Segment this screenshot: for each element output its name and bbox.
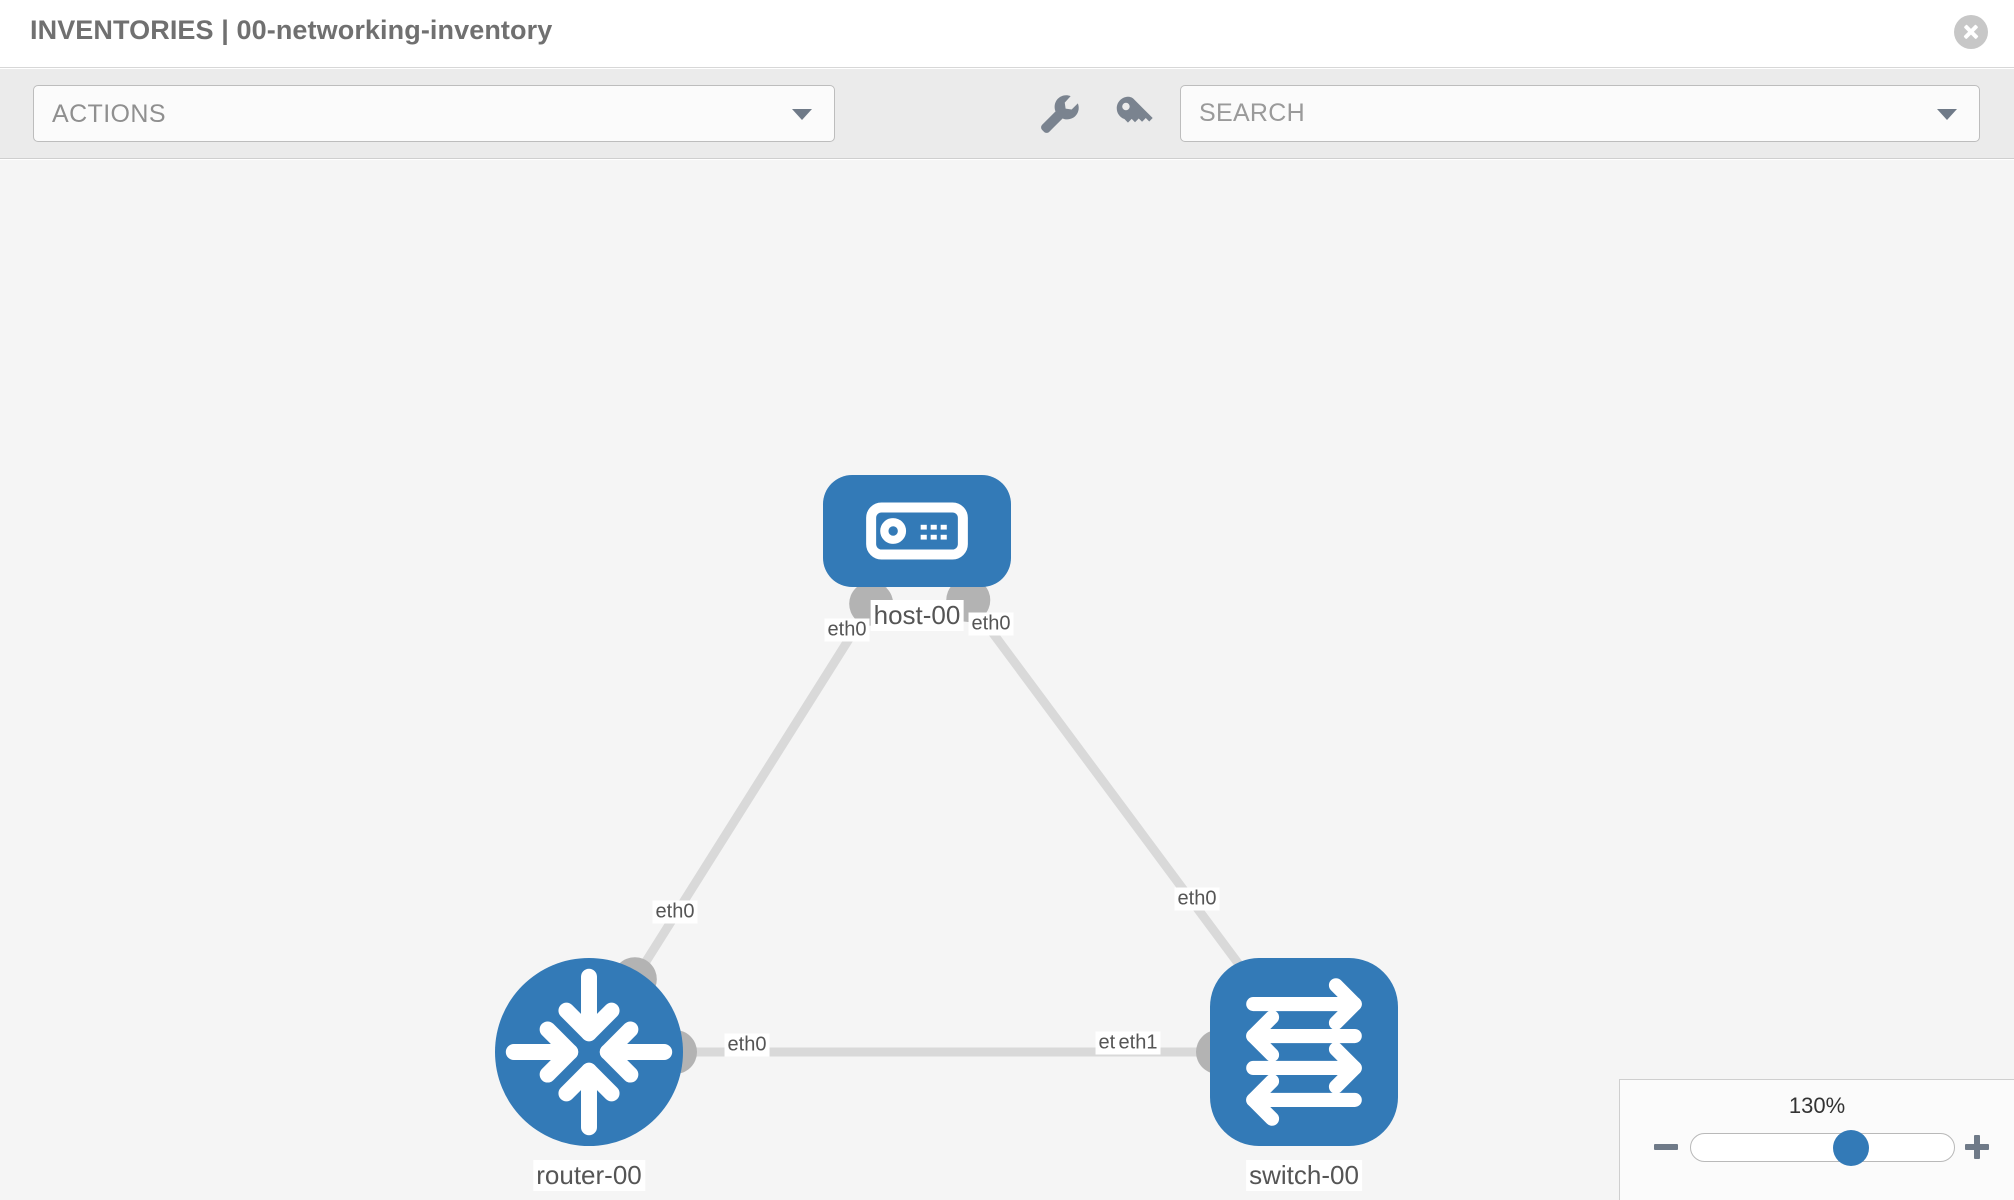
topology-node-router-00[interactable] [495,958,683,1146]
page-title: INVENTORIES | 00-networking-inventory [30,15,553,45]
node-label: switch-00 [1246,1160,1362,1191]
switch-icon [1246,978,1362,1126]
router-icon [505,968,673,1136]
zoom-in-button[interactable] [1962,1132,1992,1162]
wrench-icon[interactable] [1037,91,1083,137]
zoom-slider[interactable] [1690,1129,1955,1166]
interface-label: eth0 [968,612,1014,636]
nodes-layer [495,475,1398,1146]
network-topology: host-00 router-00 switch-00 eth0 eth0 eth0 eth… [0,160,2014,1200]
zoom-control: 130% [1619,1079,2014,1200]
key-icon[interactable] [1111,91,1157,137]
toolbar: ACTIONS [0,69,2014,159]
interface-label: eth0 [824,618,870,642]
actions-dropdown-label: ACTIONS [52,100,166,128]
zoom-level-label: 130% [1788,1093,1846,1118]
server-icon [866,502,968,560]
topology-graph [495,475,1398,1146]
interface-label: eth0 [724,1033,770,1057]
page-header: INVENTORIES | 00-networking-inventory [0,0,2014,68]
interface-label: eth0 [652,900,698,924]
interface-label: eth0 [1174,887,1220,911]
close-icon[interactable] [1954,15,1988,49]
topology-node-host-00[interactable] [823,475,1011,587]
node-label: router-00 [533,1160,645,1191]
actions-dropdown[interactable]: ACTIONS [33,85,835,142]
search-box[interactable] [1180,85,1980,142]
topology-node-switch-00[interactable] [1210,958,1398,1146]
node-label: host-00 [870,600,964,631]
endpoints-layer [612,578,1275,1074]
chevron-down-icon [792,108,812,120]
zoom-out-button[interactable] [1651,1132,1681,1162]
interface-label: eth1 [1115,1031,1161,1055]
zoom-slider-thumb[interactable] [1833,1129,1870,1166]
topology-canvas[interactable]: host-00 router-00 switch-00 eth0 eth0 eth0 eth… [0,160,2014,1200]
search-input[interactable] [1199,86,1899,141]
chevron-down-icon[interactable] [1937,108,1957,120]
